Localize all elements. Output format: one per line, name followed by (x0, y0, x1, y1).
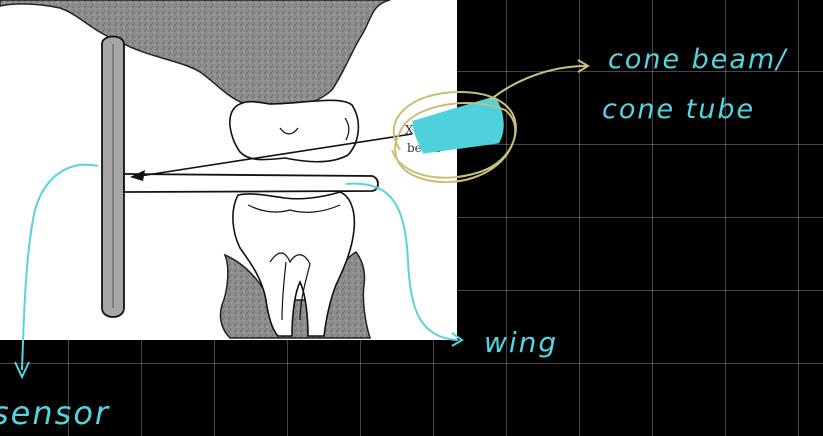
cone-label-line2: cone tube (602, 94, 755, 125)
wing-label: wing (484, 326, 558, 359)
dental-radiograph-figure: X-ray beam (0, 0, 457, 340)
sensor-label: sensor (0, 394, 110, 432)
bite-wing (124, 174, 378, 192)
cone-pointer-curve (490, 66, 586, 100)
cone-label-line1: cone beam/ (608, 44, 788, 75)
